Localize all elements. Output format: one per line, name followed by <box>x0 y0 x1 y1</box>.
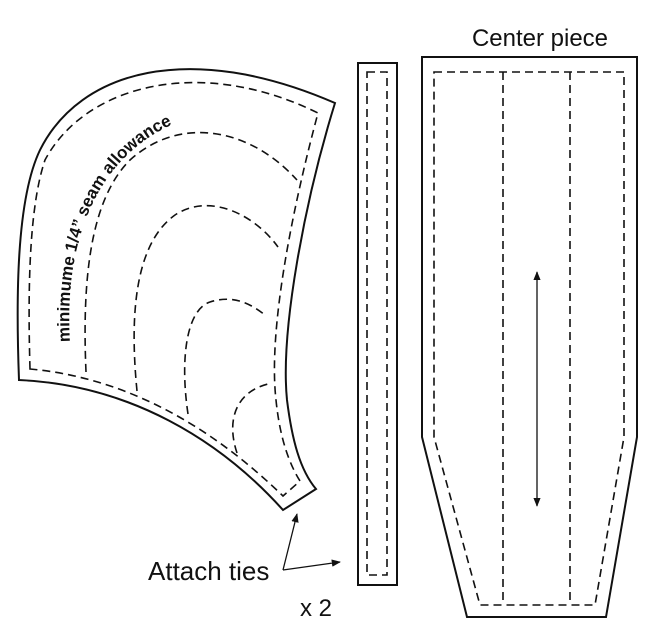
side-piece-outline <box>16 68 337 512</box>
center-piece-outline <box>421 56 638 618</box>
size-line-1 <box>84 131 298 373</box>
tie-strip-outline <box>357 62 398 586</box>
tie-count-label: x 2 <box>300 595 332 622</box>
attach-ties-annotation: Attach ties x 2 <box>148 513 341 622</box>
arrow-to-tie-strip-icon <box>282 559 341 571</box>
size-line-4 <box>231 383 269 454</box>
size-line-3 <box>183 298 266 415</box>
arrow-to-side-piece-icon <box>282 513 299 571</box>
size-line-2 <box>133 204 279 392</box>
tie-strip <box>357 62 398 586</box>
center-piece: Center piece <box>421 25 638 618</box>
attach-ties-label: Attach ties <box>148 556 269 586</box>
tie-strip-seam-line <box>366 71 388 576</box>
side-piece-seam-line <box>28 81 319 498</box>
center-piece-seam-line <box>433 71 625 606</box>
side-piece: minimume 1/4” seam allowance <box>16 68 337 512</box>
seam-allowance-label: minimume 1/4” seam allowance <box>54 111 174 343</box>
center-piece-label: Center piece <box>472 25 608 52</box>
